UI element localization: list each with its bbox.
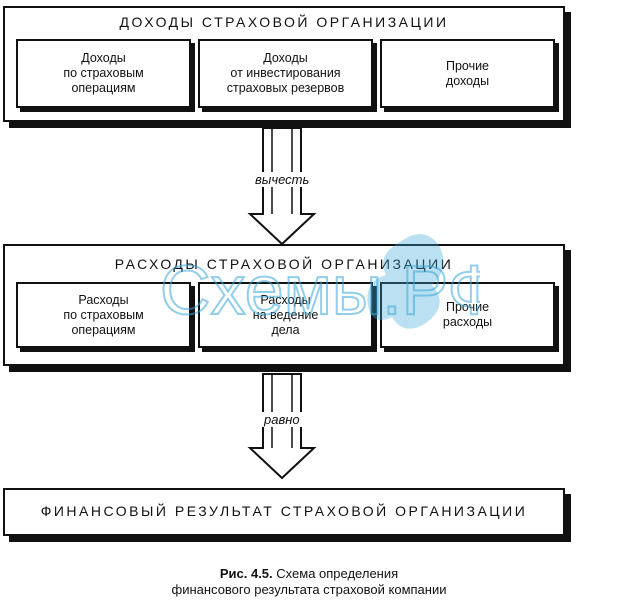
expense-item-other: Прочие расходы	[380, 282, 555, 348]
caption-line1: Схема определения	[276, 566, 399, 581]
result-block: Финансовый результат страховой организац…	[3, 488, 565, 536]
expenses-block-title: Расходы страховой организации	[114, 256, 454, 272]
expense-item-insurance: Расходы по страховым операциям	[16, 282, 191, 348]
result-block-title: Финансовый результат страховой организац…	[40, 503, 528, 519]
income-block: Доходы страховой организации Доходы по с…	[3, 6, 565, 122]
income-block-title: Доходы страховой организации	[119, 14, 449, 30]
expenses-block: Расходы страховой организации Расходы по…	[3, 244, 565, 366]
caption-figure-number: Рис. 4.5.	[219, 566, 273, 581]
figure-caption: Рис. 4.5. Схема определения финансового …	[0, 566, 618, 598]
income-item-insurance: Доходы по страховым операциям	[16, 39, 191, 108]
equals-label: равно	[261, 412, 303, 427]
subtract-label: вычесть	[252, 172, 313, 187]
caption-line2: финансового результата страховой компани…	[171, 582, 447, 597]
expense-item-business: Расходы на ведение дела	[198, 282, 373, 348]
income-item-investment: Доходы от инвестирования страховых резер…	[198, 39, 373, 108]
income-item-other: Прочие доходы	[380, 39, 555, 108]
